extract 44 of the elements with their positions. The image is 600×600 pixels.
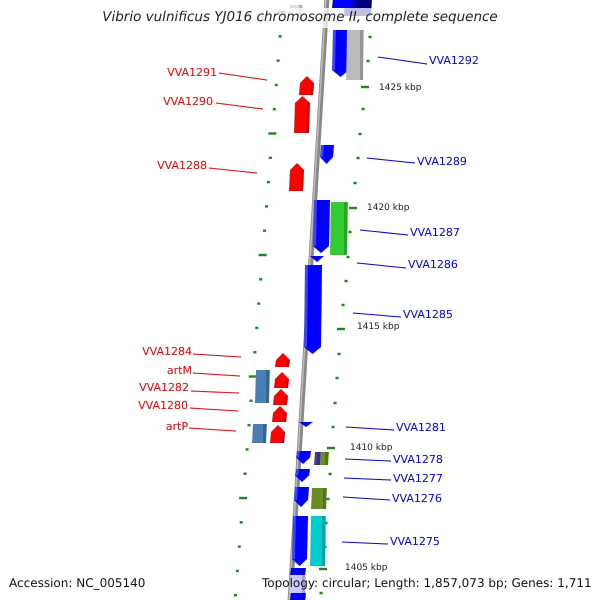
leader-line — [192, 372, 240, 376]
gene-label: VVA1280 — [138, 399, 188, 412]
leader-line — [366, 158, 416, 164]
gene-label: VVA1289 — [417, 155, 467, 168]
gene-label: VVA1291 — [167, 66, 217, 79]
footer-text: Topology: circular; Length: 1,857,073 bp; Genes: 1,711 — [262, 576, 592, 590]
gene-label: artM — [166, 364, 192, 377]
leader-line — [342, 542, 388, 544]
position-label: 1425 kbp — [379, 83, 422, 94]
leader-line — [216, 102, 264, 110]
gene-label: VVA1275 — [390, 535, 440, 548]
leader-line — [218, 72, 268, 80]
gene-label: VVA1286 — [408, 258, 458, 271]
gene-label: VVA1278 — [393, 453, 443, 466]
leader-line — [342, 496, 390, 500]
gene-label: VVA1284 — [142, 345, 192, 358]
map-title: Vibrio vulnificus YJ016 chromosome II, complete sequence — [102, 9, 498, 25]
gene-label: VVA1290 — [163, 95, 213, 108]
leader-line — [190, 390, 240, 394]
leader-line — [378, 56, 428, 64]
leader-line — [192, 354, 242, 358]
leader-line — [190, 408, 238, 412]
footer-text: Accession: NC_005140 — [9, 576, 146, 590]
leader-line — [352, 312, 402, 318]
gene-label: VVA1276 — [392, 492, 442, 505]
gene-label: VVA1281 — [396, 421, 446, 434]
gene-label: VVA1282 — [139, 381, 189, 394]
position-label: 1415 kbp — [357, 322, 400, 333]
leader-line — [344, 478, 392, 480]
position-label: 1410 kbp — [350, 443, 392, 454]
gene-label: VVA1287 — [410, 226, 460, 239]
gene-label: artP — [166, 420, 188, 433]
leader-line — [208, 168, 258, 174]
leader-line — [188, 428, 236, 432]
gene-label: VVA1277 — [393, 472, 443, 485]
leader-line — [346, 426, 394, 430]
gene-label: VVA1285 — [403, 308, 453, 321]
leader-line — [356, 262, 406, 268]
leader-line — [344, 458, 392, 462]
position-label: 1405 kbp — [345, 563, 388, 574]
leader-line — [360, 230, 408, 236]
gene-label: VVA1292 — [429, 54, 479, 67]
gene-label: VVA1288 — [157, 159, 207, 172]
position-label: 1420 kbp — [367, 203, 410, 214]
